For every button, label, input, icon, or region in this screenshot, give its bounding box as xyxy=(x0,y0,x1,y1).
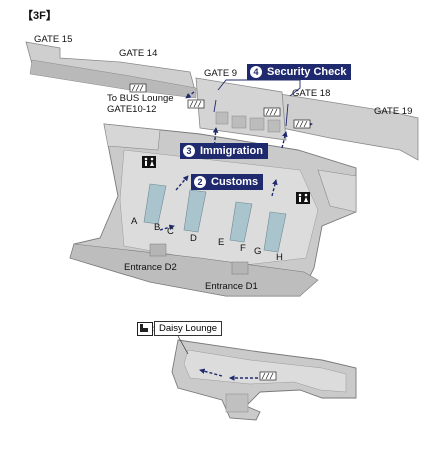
counter-d-label: D xyxy=(190,233,197,244)
step-security-check: 4 Security Check xyxy=(247,64,352,80)
wing-west-edge xyxy=(29,59,197,99)
route-arrow-to-gate9 xyxy=(212,127,219,151)
gate-19-label: GATE 19 xyxy=(374,106,413,117)
escalator-icon xyxy=(187,99,205,109)
counter-island-3 xyxy=(229,201,253,243)
floor-3f-plan xyxy=(25,41,419,297)
step-label: Customs xyxy=(211,176,259,188)
step-label: Immigration xyxy=(200,145,263,157)
entrance-d1-label: Entrance D1 xyxy=(205,281,258,292)
escalator-icon xyxy=(259,371,277,381)
route-arrow-counter-b xyxy=(159,224,175,231)
gate-18-label: GATE 18 xyxy=(292,88,331,99)
floor-4f-room xyxy=(225,393,249,413)
counter-b-label: B xyxy=(154,222,161,233)
counter-a-label: A xyxy=(131,216,138,227)
counter-c-label: C xyxy=(167,226,174,237)
floor-3f-label: 【3F】 xyxy=(22,10,57,22)
gate9-room-1 xyxy=(215,111,229,125)
bus-lounge-label: To BUS Lounge xyxy=(107,93,174,104)
wing-east xyxy=(279,93,419,161)
counter-island-1 xyxy=(143,183,167,225)
step-number: 3 xyxy=(183,145,195,157)
gate-9-label: GATE 9 xyxy=(204,68,238,79)
restroom-icon xyxy=(296,192,310,204)
route-arrow-customs-right xyxy=(271,179,278,197)
counter-h-label: H xyxy=(276,252,283,263)
route-arrow-bus-lounge xyxy=(185,91,195,99)
lounge-leader xyxy=(177,335,189,355)
gate-14-label: GATE 14 xyxy=(119,48,158,59)
counter-island-4 xyxy=(263,211,287,253)
counter-f-label: F xyxy=(240,243,246,254)
escalator-icon xyxy=(129,83,147,93)
entrance-d2-nub xyxy=(149,243,167,257)
counter-e-label: E xyxy=(218,237,225,248)
route-4f xyxy=(199,368,258,381)
room-ne xyxy=(317,169,357,213)
step-label: Security Check xyxy=(267,66,347,78)
route-arrow-to-customs xyxy=(175,175,189,191)
entrance-d2-label: Entrance D2 xyxy=(124,262,177,273)
restroom-icon xyxy=(142,156,156,168)
lounge-icon xyxy=(137,322,153,336)
counter-island-2 xyxy=(183,189,207,233)
gate9-room-3 xyxy=(249,117,265,131)
escalator-icon xyxy=(263,107,281,117)
gate-15-label: GATE 15 xyxy=(34,34,73,45)
step-customs: 2 Customs xyxy=(191,174,264,190)
floor-4f-inner xyxy=(183,349,347,393)
route-arrow-to-gate18 xyxy=(281,131,288,149)
step-number: 2 xyxy=(194,176,206,188)
counter-g-label: G xyxy=(254,246,262,257)
step-immigration: 3 Immigration xyxy=(180,143,268,159)
entrance-d1-nub xyxy=(231,261,249,275)
gate9-room-2 xyxy=(231,115,247,129)
room-nw xyxy=(103,123,161,151)
gate9-room-4 xyxy=(267,119,281,133)
step-number: 4 xyxy=(250,66,262,78)
route-arrow-4f-2 xyxy=(199,368,223,377)
bus-lounge-gates-label: GATE10-12 xyxy=(107,104,157,115)
security-leaders xyxy=(213,99,289,127)
security-bracket xyxy=(217,79,301,97)
daisy-lounge-label: Daisy Lounge xyxy=(154,321,223,336)
escalator-icon xyxy=(293,119,311,129)
